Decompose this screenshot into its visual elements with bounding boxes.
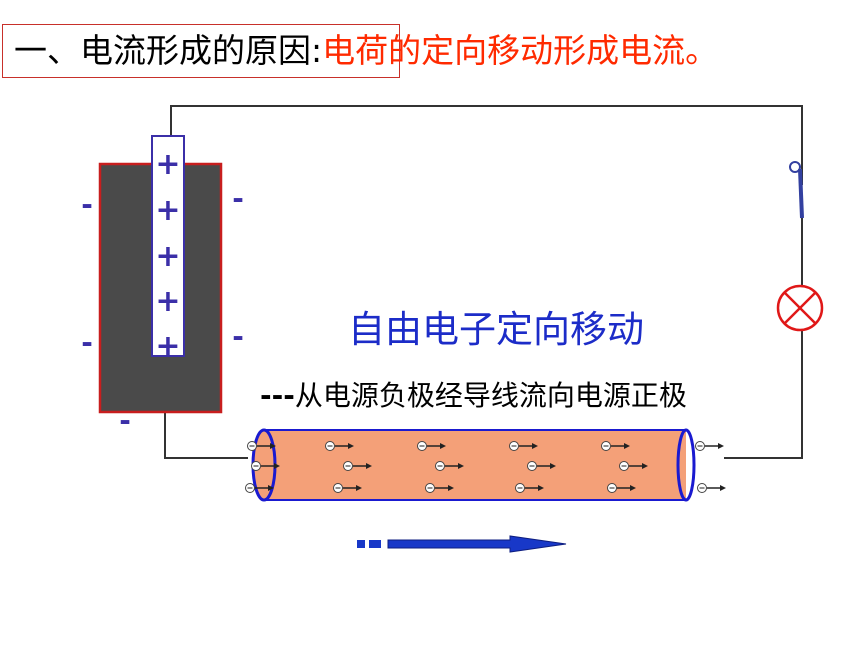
electron [697, 483, 726, 493]
electron [619, 461, 648, 471]
switch-icon [789, 161, 804, 219]
plus-sign: + [155, 284, 180, 319]
plus-sign: + [155, 147, 180, 182]
title-frame [2, 24, 400, 78]
electron [245, 483, 274, 493]
minus-sign: - [119, 404, 131, 437]
electron [425, 483, 454, 493]
electron [515, 483, 544, 493]
electron [417, 441, 446, 451]
negative-signs: - - - - - [81, 182, 244, 437]
electron [509, 441, 538, 451]
plus-sign: + [155, 193, 180, 228]
title-heading: 一、电流形成的原因 [14, 31, 311, 70]
electron [607, 483, 636, 493]
conductor-right-end [676, 428, 696, 502]
electrons [245, 441, 726, 493]
electron-flow-label: 自由电子定向移动 [348, 308, 644, 351]
wire-right-bottom [724, 328, 803, 459]
electron [247, 441, 276, 451]
positive-plate [151, 135, 185, 357]
electron [601, 441, 630, 451]
flow-direction-text: 从电源负极经导线流向电源正极 [295, 379, 687, 412]
flow-direction-dashes: --- [260, 379, 295, 412]
flow-direction-label: ---从电源负极经导线流向电源正极 [260, 379, 687, 412]
minus-sign: - [81, 326, 93, 359]
wire-left-bottom [164, 410, 248, 459]
page-title: 一、电流形成的原因:电荷的定向移动形成电流。 [14, 30, 718, 72]
circuit-wires [164, 105, 803, 459]
electron [435, 461, 464, 471]
plus-sign: + [155, 239, 180, 274]
title-explanation: 电荷的定向移动形成电流。 [322, 31, 719, 70]
electron [695, 441, 724, 451]
electron [333, 483, 362, 493]
minus-sign: - [232, 320, 244, 353]
electron [325, 441, 354, 451]
minus-sign: - [232, 182, 244, 215]
positive-signs: + + + + + [155, 147, 180, 364]
electron [343, 461, 372, 471]
plus-sign: + [155, 329, 180, 364]
battery: + + + + + - - - - - [81, 135, 244, 437]
conductor [245, 428, 726, 502]
direction-arrow-icon [357, 535, 567, 553]
minus-sign: - [81, 188, 93, 221]
electron [251, 461, 280, 471]
lamp-icon [776, 284, 824, 332]
electron [527, 461, 556, 471]
wire-top [170, 105, 803, 185]
title-separator: : [311, 31, 323, 70]
